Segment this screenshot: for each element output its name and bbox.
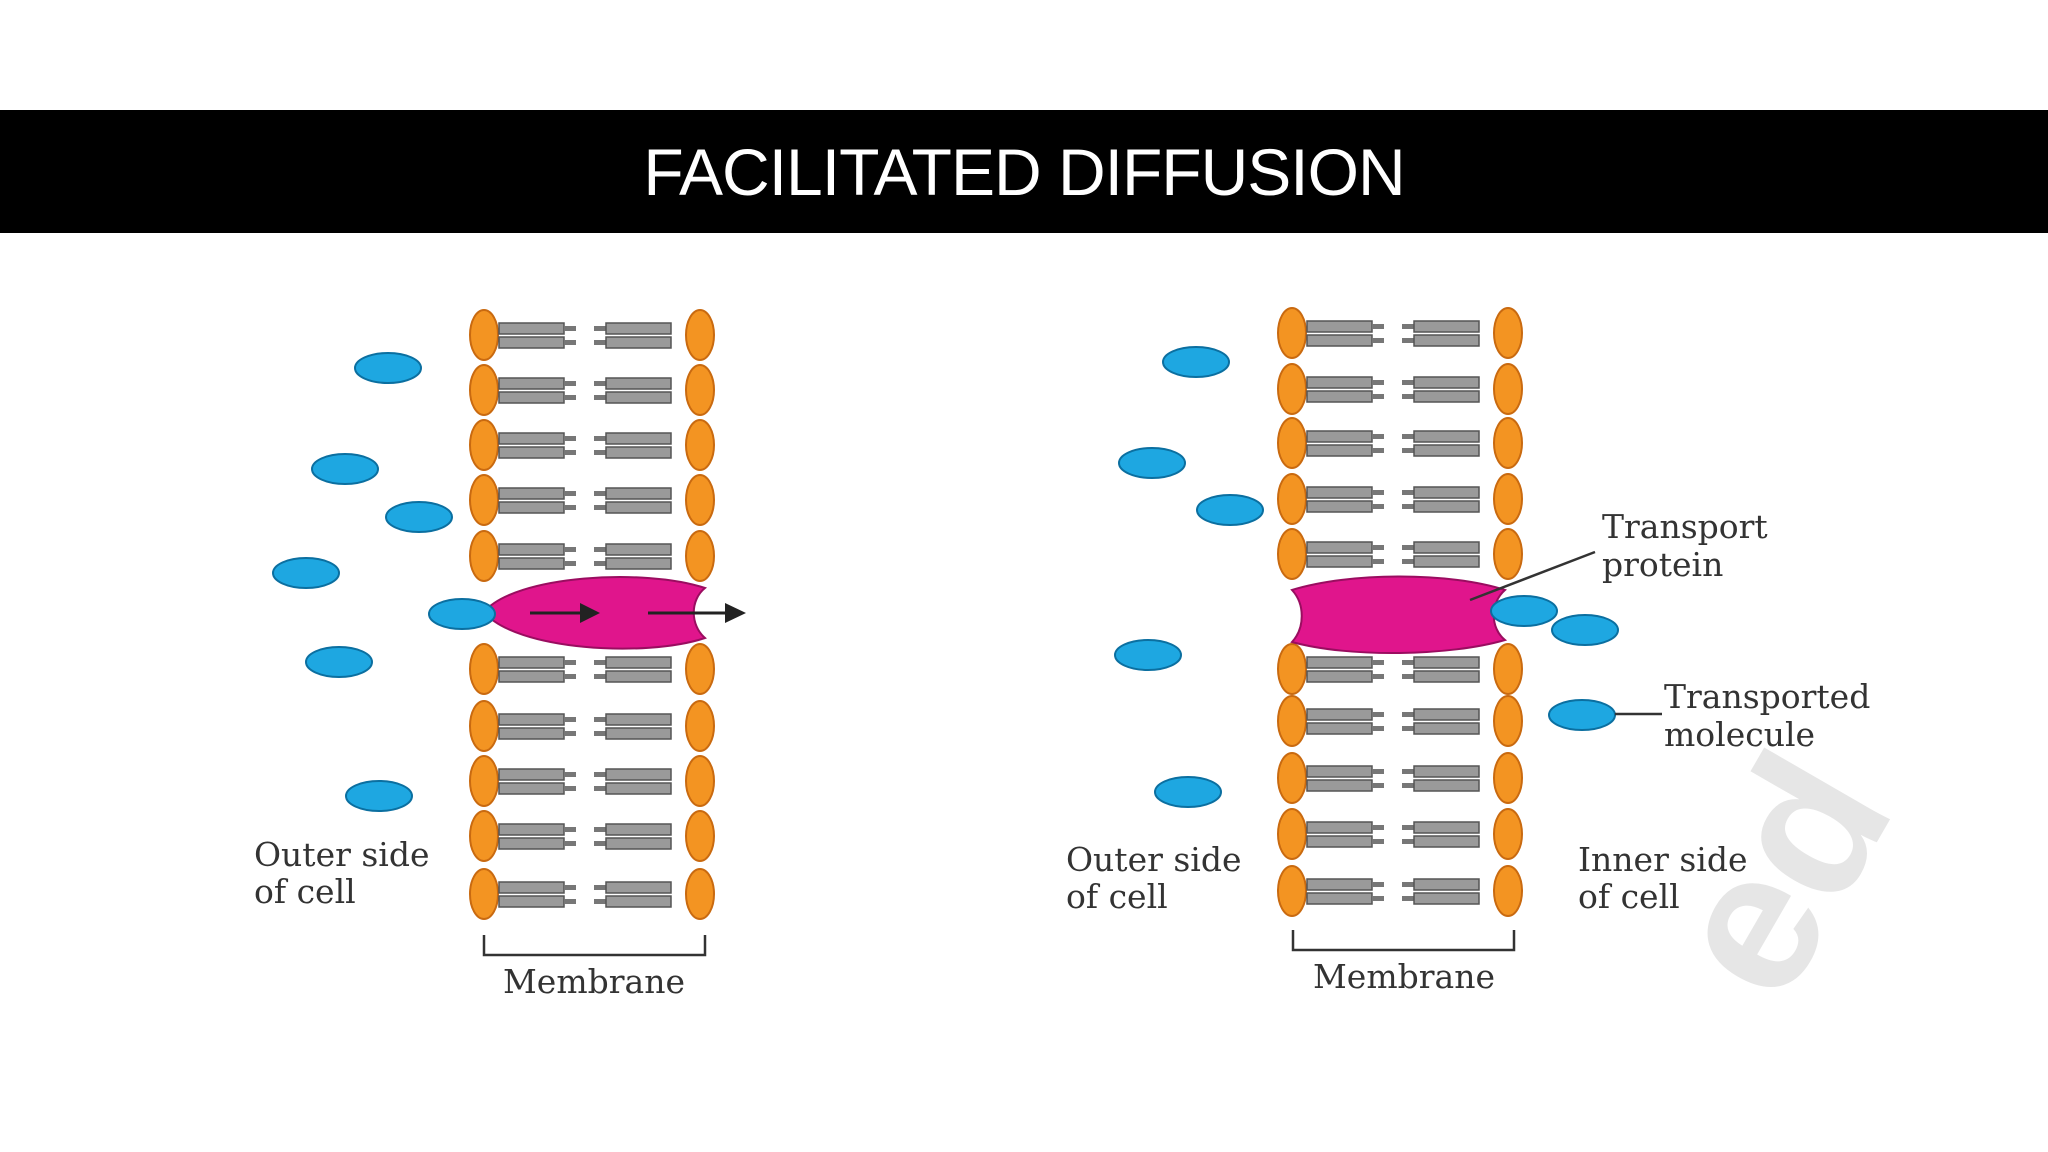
left-panel: Outer side of cell Membrane [254,309,746,1001]
transport-protein-label-line2: protein [1602,545,1723,584]
molecule [1118,447,1186,479]
inner-label-line1: Inner side [1578,840,1747,879]
molecule [1490,595,1558,627]
left-outer-label-line2: of cell [254,872,356,911]
left-transport-arrow [530,603,746,623]
molecule [1114,639,1182,671]
transported-molecule-label-line2: molecule [1664,715,1815,754]
left-molecules [272,352,496,812]
left-membrane-bracket [482,935,707,957]
inner-label-line2: of cell [1578,877,1680,916]
molecule [305,646,373,678]
slide-title: FACILITATED DIFFUSION [643,134,1405,209]
right-molecules [1114,346,1619,808]
right-outer-label-line1: Outer side [1066,840,1242,879]
transport-protein-pointer [1469,550,1596,602]
molecule [1154,776,1222,808]
molecule [1196,494,1264,526]
molecule [272,557,340,589]
molecule [1551,614,1619,646]
title-bar: FACILITATED DIFFUSION [0,110,2048,233]
molecule [428,598,496,630]
transported-molecule-label-line1: Transported [1664,677,1870,716]
right-outer-label-line2: of cell [1066,877,1168,916]
transport-protein-label-line1: Transport [1602,507,1768,546]
molecule [1548,699,1616,731]
molecule [1162,346,1230,378]
right-panel: Transport protein Transported molecule O… [1066,307,1870,996]
right-membrane-label: Membrane [1313,957,1495,996]
molecule [354,352,422,384]
molecule [311,453,379,485]
left-outer-label-line1: Outer side [254,835,430,874]
molecule [345,780,413,812]
right-transport-protein [1290,575,1508,655]
watermark: ed [1624,718,1934,1032]
molecule [385,501,453,533]
right-membrane-bracket [1291,930,1516,952]
left-membrane-label: Membrane [503,962,685,1001]
